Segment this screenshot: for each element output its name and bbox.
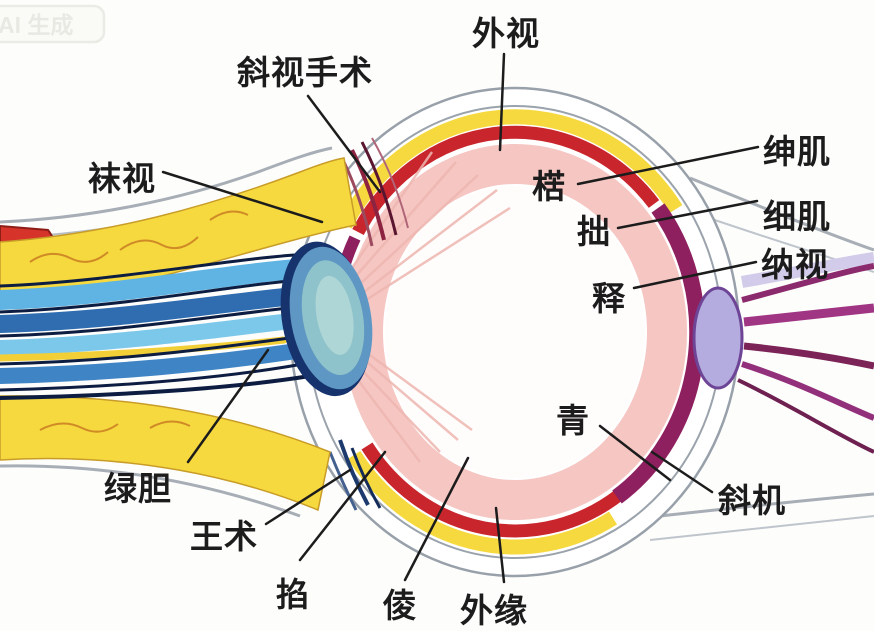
label-bottom-2: 倰: [382, 588, 417, 625]
orbital-fat: [0, 157, 357, 512]
label-bottom-right-inner: 青: [556, 403, 590, 440]
optic-disc-wedge: [692, 286, 744, 390]
lateral-muscle-fibers: [649, 176, 874, 541]
watermark-badge: AI 生成: [0, 4, 106, 44]
label-upper-left: 斜视手术: [237, 55, 373, 92]
label-right-middle: 细肌: [763, 198, 831, 236]
label-bottom-right-outer: 斜机: [718, 483, 786, 520]
leader-lines: [161, 52, 760, 584]
label-bottom-left-lower: 王术: [190, 519, 258, 556]
label-bottom-left-upper: 绿胆: [104, 471, 172, 508]
label-inner-middle: 拙: [577, 214, 611, 251]
label-right-lower: 纳视: [761, 247, 829, 284]
label-bottom-1: 掐: [276, 577, 310, 614]
lens: [280, 241, 373, 397]
label-top: 外视: [472, 16, 540, 53]
label-inner-lower: 释: [592, 281, 626, 318]
label-right-upper: 绅肌: [763, 134, 831, 171]
watermark-text: AI 生成: [0, 12, 73, 38]
label-left: 袜视: [88, 161, 156, 198]
label-inner-upper: 楛: [532, 169, 566, 206]
label-bottom-3: 外缘: [460, 593, 528, 630]
